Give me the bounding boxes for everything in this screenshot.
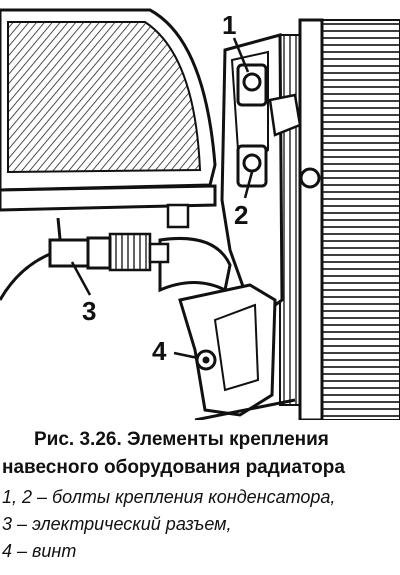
- mounting-screw-4: [195, 349, 217, 371]
- caption-item: 1, 2 – болты крепления конденсатора,: [2, 487, 336, 507]
- radiator-mounting-diagram: 1 2 3 4: [0, 8, 400, 420]
- caption-item: 4 – винт: [2, 541, 77, 561]
- condenser-bolt-1: [236, 63, 268, 107]
- headlight-housing: [0, 8, 217, 229]
- leader-lines: [70, 37, 254, 360]
- figure-caption: Рис. 3.26. Элементы крепления навесного …: [0, 427, 400, 575]
- callout-1: 1: [222, 10, 236, 40]
- caption-item: 3 – электрический разъем,: [2, 514, 232, 534]
- callout-2: 2: [234, 200, 248, 230]
- caption-title: Рис. 3.26. Элементы крепления: [34, 429, 329, 450]
- callout-4: 4: [152, 336, 167, 366]
- callout-3: 3: [82, 296, 96, 326]
- radiator-core: [279, 18, 400, 420]
- caption-subtitle: навесного оборудования радиатора: [2, 457, 345, 478]
- condenser-bolt-2: [236, 144, 268, 188]
- air-duct: [158, 236, 296, 420]
- electrical-connector: [0, 217, 170, 301]
